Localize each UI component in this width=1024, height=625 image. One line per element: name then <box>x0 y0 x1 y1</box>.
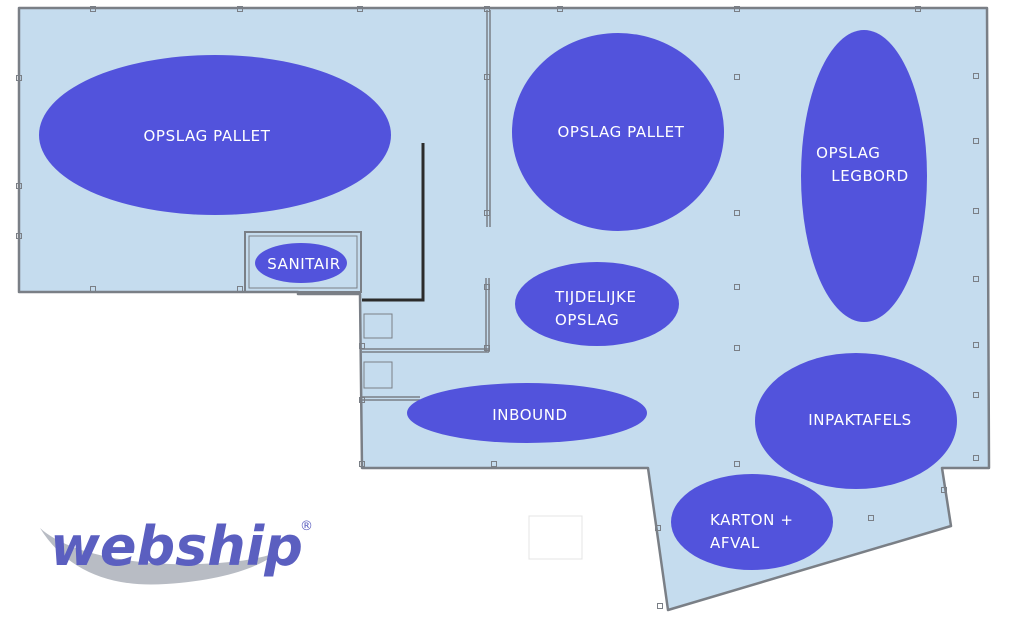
column-marker <box>237 6 243 12</box>
zone-karton-afval <box>671 474 833 570</box>
column-marker <box>359 343 365 349</box>
column-marker <box>973 276 979 282</box>
column-marker <box>734 284 740 290</box>
label-opslag-pallet-right: OPSLAG PALLET <box>558 123 685 141</box>
zones <box>39 30 957 570</box>
zone-tijdelijke-opslag <box>515 262 679 346</box>
column-marker <box>941 487 947 493</box>
column-marker <box>484 345 490 351</box>
column-marker <box>491 461 497 467</box>
column-marker <box>16 75 22 81</box>
logo-wordmark: webship <box>50 515 303 578</box>
logo-registered-mark: ® <box>300 519 313 534</box>
column-marker <box>734 6 740 12</box>
column-marker <box>16 183 22 189</box>
column-marker <box>734 210 740 216</box>
zone-inpaktafels <box>755 353 957 489</box>
column-marker <box>359 397 365 403</box>
column-markers <box>16 6 979 609</box>
logo-swoosh <box>40 528 278 585</box>
column-marker <box>90 6 96 12</box>
column-marker <box>868 515 874 521</box>
column-marker <box>973 392 979 398</box>
column-marker <box>484 74 490 80</box>
column-marker <box>359 461 365 467</box>
column-marker <box>484 284 490 290</box>
column-marker <box>973 455 979 461</box>
sanitair-room-inner <box>248 235 358 289</box>
column-marker <box>357 6 363 12</box>
outside-square <box>528 515 583 560</box>
column-marker <box>484 210 490 216</box>
column-marker <box>557 6 563 12</box>
zone-opslag-legbord <box>801 30 927 322</box>
label-karton-afval: KARTON + AFVAL <box>710 511 799 552</box>
column-marker <box>973 208 979 214</box>
label-inpaktafels: INPAKTAFELS <box>808 411 912 429</box>
zone-opslag-pallet-left <box>39 55 391 215</box>
column-marker <box>734 461 740 467</box>
interior-wall-dark <box>362 143 425 302</box>
column-marker <box>90 286 96 292</box>
label-sanitair: SANITAIR <box>267 255 341 273</box>
column-marker <box>734 74 740 80</box>
webship-logo: webship ® <box>40 515 313 585</box>
label-inbound: INBOUND <box>492 406 567 424</box>
zone-inbound <box>407 383 647 443</box>
label-opslag-legbord: OPSLAG LEGBORD <box>816 144 909 185</box>
column-marker <box>657 603 663 609</box>
column-marker <box>734 345 740 351</box>
fixture-box-2 <box>363 361 393 389</box>
label-tijdelijke-opslag: TIJDELIJKE OPSLAG <box>554 288 642 329</box>
zone-labels: OPSLAG PALLET OPSLAG PALLET OPSLAG LEGBO… <box>144 123 912 552</box>
column-marker <box>915 6 921 12</box>
interior-walls <box>244 10 491 401</box>
fixtures <box>363 313 393 389</box>
fixture-box-1 <box>363 313 393 339</box>
zone-sanitair <box>255 243 347 283</box>
column-marker <box>16 233 22 239</box>
label-opslag-pallet-left: OPSLAG PALLET <box>144 127 271 145</box>
zone-opslag-pallet-right <box>512 33 724 231</box>
sanitair-room-walls <box>244 231 362 293</box>
column-marker <box>484 6 490 12</box>
column-marker <box>973 342 979 348</box>
column-marker <box>973 138 979 144</box>
column-marker <box>237 286 243 292</box>
column-marker <box>655 525 661 531</box>
column-marker <box>973 73 979 79</box>
